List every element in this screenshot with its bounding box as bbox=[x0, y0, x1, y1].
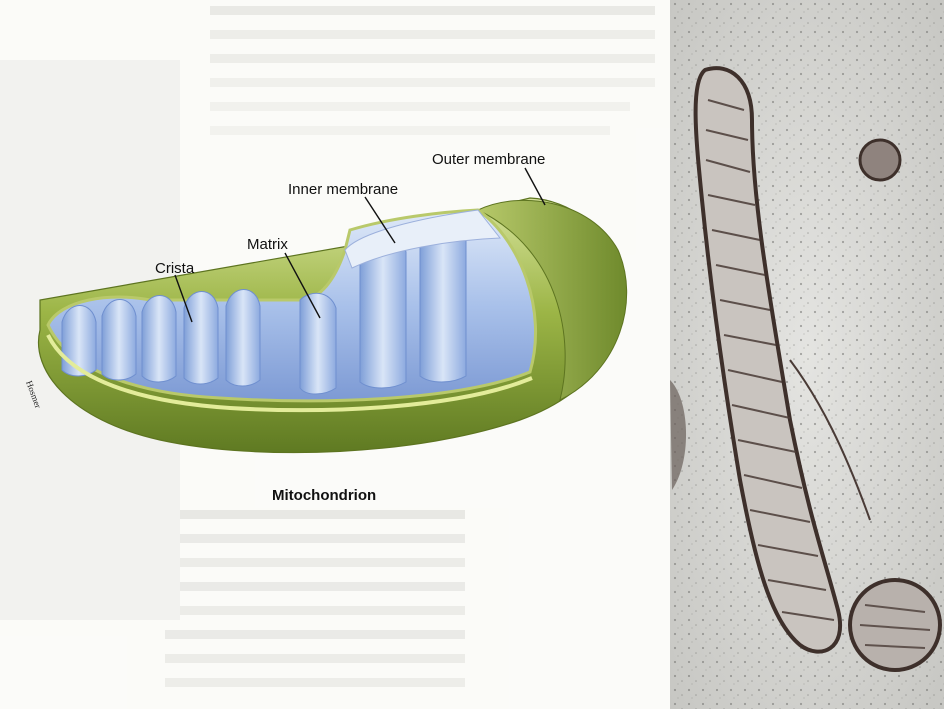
matrix-label: Matrix bbox=[247, 236, 288, 253]
inner-membrane-label: Inner membrane bbox=[288, 181, 398, 198]
figure-caption: Mitochondrion bbox=[272, 487, 376, 504]
outer-membrane-label: Outer membrane bbox=[432, 151, 545, 168]
micrograph-small-organelle bbox=[860, 140, 900, 180]
crista-label: Crista bbox=[155, 260, 195, 277]
electron-micrograph bbox=[670, 0, 944, 709]
